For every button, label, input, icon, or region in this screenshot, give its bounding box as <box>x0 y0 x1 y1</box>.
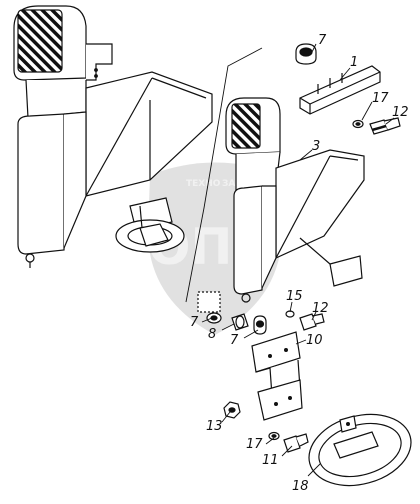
right-arm <box>275 149 365 259</box>
part-12-bolt-mid <box>299 313 317 331</box>
part-18-pad <box>308 413 412 487</box>
callout-17-top: 17 <box>372 91 389 106</box>
callout-13: 13 <box>206 419 223 434</box>
left-bracket <box>86 43 113 81</box>
callout-15: 15 <box>286 289 303 304</box>
watermark-line1: ТЕХНО <box>186 179 221 189</box>
callout-7-left: 7 <box>190 315 199 330</box>
callout-leaders <box>201 43 395 477</box>
right-lower-box <box>233 185 263 295</box>
callout-11: 11 <box>262 453 279 468</box>
left-lower-box <box>17 113 65 255</box>
callout-12-top: 12 <box>392 105 409 120</box>
callout-10: 10 <box>306 333 323 348</box>
right-mirror-glass <box>231 103 261 149</box>
left-mirror-glass <box>17 9 63 73</box>
callout-7-mid: 7 <box>230 333 239 348</box>
callout-1: 1 <box>350 55 358 70</box>
callouts: 7 1 17 12 3 7 8 7 15 12 10 13 17 11 18 <box>190 33 409 494</box>
leader-line <box>185 47 263 303</box>
right-neck <box>235 151 281 191</box>
callout-18: 18 <box>292 479 309 494</box>
callout-7-top: 7 <box>318 33 327 48</box>
callout-8: 8 <box>208 327 216 342</box>
callout-17-bottom: 17 <box>246 437 263 452</box>
left-mirror-assembly <box>13 5 213 268</box>
callout-3: 3 <box>312 139 320 154</box>
part-11-bolt <box>283 435 301 453</box>
left-arm <box>85 71 213 197</box>
callout-12-mid: 12 <box>312 301 329 316</box>
part-10-plate <box>251 331 303 421</box>
right-mount <box>329 255 363 287</box>
right-mirror-assembly <box>225 97 365 303</box>
